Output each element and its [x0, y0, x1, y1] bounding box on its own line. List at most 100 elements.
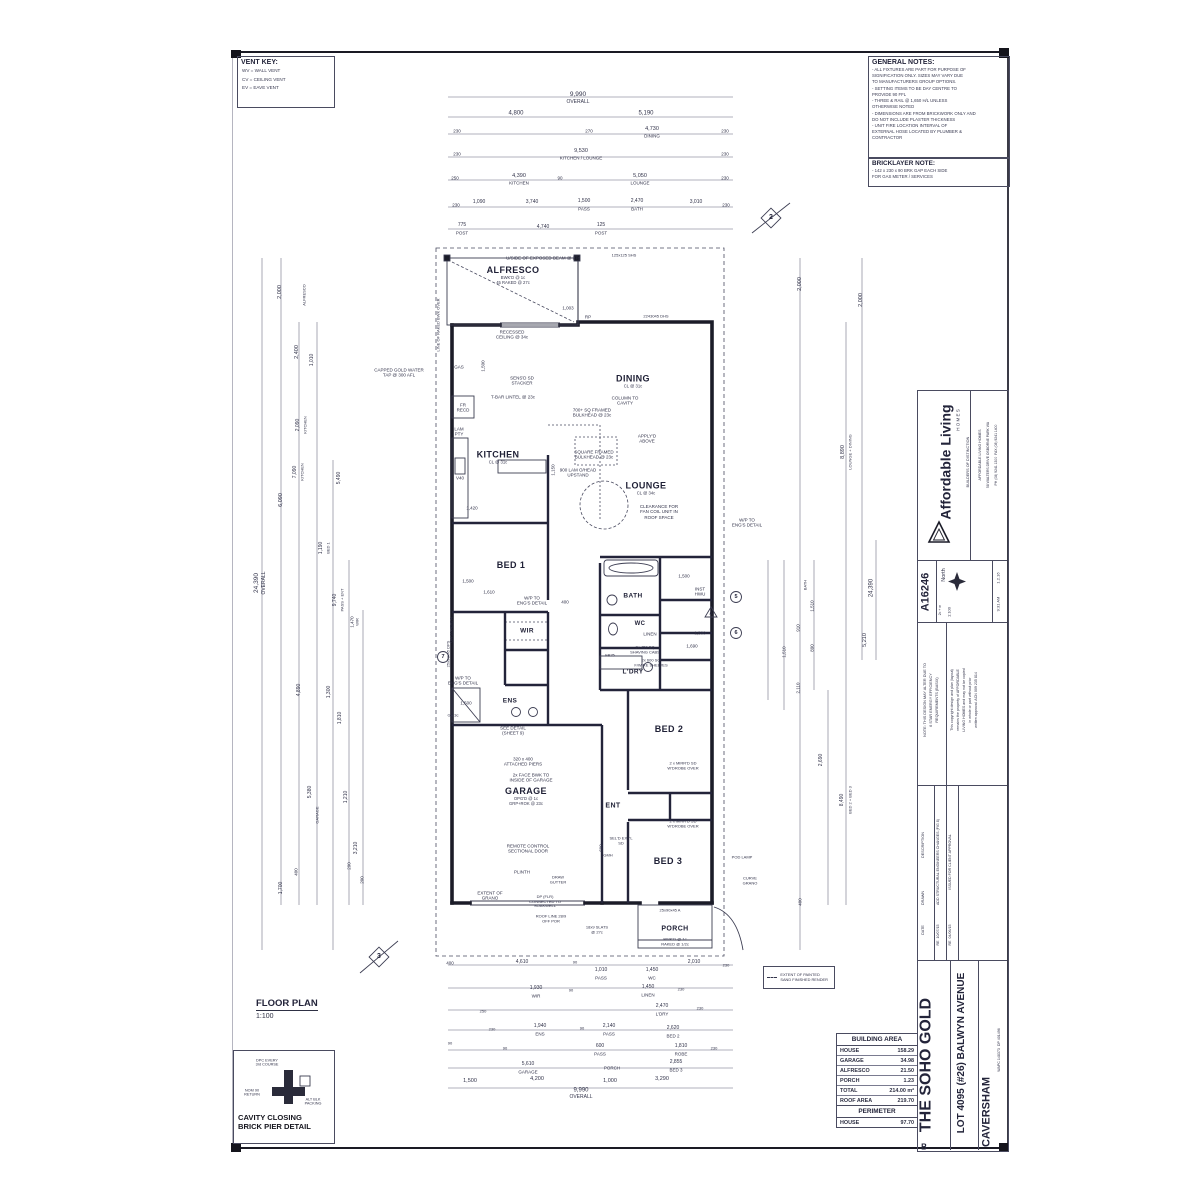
dimension-label: DRAW GUTTER — [549, 874, 567, 884]
dimension-label: BATH — [802, 579, 808, 591]
title-block-divider — [936, 560, 937, 622]
dimension-label: 1,500 — [678, 573, 690, 579]
dimension-label: 230 — [696, 1005, 704, 1011]
dimension-label: 25x90x45 A — [659, 907, 681, 913]
dimension-label: LINEN — [643, 631, 657, 637]
dimension-label: PLINTH — [513, 869, 531, 875]
dimension-label: 1,930 — [529, 985, 543, 992]
dimension-label: PASS — [594, 1051, 606, 1057]
dimension-label: RECESSED CEILING @ 34c — [495, 329, 529, 340]
dimension-label: 600 — [598, 844, 604, 852]
dimension-label: 1,190 — [318, 541, 325, 555]
dimension-label: 4,610 — [515, 959, 529, 966]
dimension-label: 5 — [734, 593, 738, 600]
dimension-label: 9,990 — [573, 1087, 589, 1094]
dimension-label: REMOTE CONTROL SECTIONAL DOOR — [506, 843, 550, 854]
vent-key-item: CV = CEILING VENT — [242, 76, 286, 82]
title-block-divider — [978, 960, 979, 1150]
dimension-label: FR RECD — [456, 402, 470, 413]
dimension-label: KITCHEN — [509, 180, 529, 186]
dimension-label: 400 — [446, 960, 454, 966]
title-block-divider — [946, 622, 947, 785]
dimension-label: 1,003 — [562, 305, 574, 311]
dimension-label: 9,740 — [332, 593, 339, 607]
general-note-line: OTHERWISE NOTED — [872, 104, 915, 110]
dimension-label: 4,800 — [508, 110, 524, 117]
dimension-label: BED 1 — [325, 542, 331, 554]
sheet-right-edge — [1007, 50, 1009, 1150]
dimension-label: BED 2 + BED 3 — [847, 786, 853, 814]
dimension-label: 3,010 — [689, 199, 703, 206]
dimension-label: 2,090 — [295, 418, 302, 432]
dimension-label: A — [709, 610, 713, 616]
dimension-label: PORCH — [603, 1065, 621, 1071]
general-note-line: EXTERNAL HOSE LOCATED BY PLUMBER & — [872, 129, 962, 135]
dimension-label: GARAGE — [518, 1069, 538, 1075]
dimension-label: SQUARE FRAMED BULKHEAD @ 23c — [574, 449, 614, 460]
dimension-label: WIR — [354, 618, 360, 626]
dimension-label: PASS — [595, 975, 607, 981]
dimension-label: 230 — [721, 128, 729, 134]
general-note-line: - THREE & RAIL @ 1,650 H/L UNLESS — [872, 98, 948, 104]
render-legend-box: EXTENT OF PAINTED SAND FINISHED RENDER — [763, 966, 835, 989]
dimension-label: 9,990 — [569, 91, 587, 99]
dimension-label: ALT BLK PACKING — [304, 1097, 322, 1106]
roof-dashed-lines — [435, 247, 725, 957]
dimension-label: 1,300 — [326, 685, 333, 699]
room-label-ens: ENS — [502, 697, 518, 705]
dimension-label: 400 — [561, 599, 569, 605]
title-block-divider — [917, 785, 1007, 786]
scan-corner-mark — [999, 48, 1009, 58]
dimension-label: 1,700 — [278, 881, 285, 895]
dimension-label: 4,390 — [512, 172, 526, 179]
dimension-label: 3,210 — [353, 841, 360, 855]
dimension-label: 700+ SQ FRAMED BULKHEAD @ 23c — [572, 407, 612, 418]
building-area-title: BUILDING AREA — [837, 1034, 917, 1046]
dimension-label: CLEARANCE FOR FAN COIL UNIT IN ROOF SPAC… — [639, 504, 679, 520]
scan-corner-mark — [231, 50, 241, 58]
bricklayer-note-line: - 142 x 230 x 90 BRK GAP EACH SIDE — [872, 168, 948, 173]
general-note-line: CONTRACTOR — [872, 135, 903, 141]
dimension-label: WIR — [531, 993, 541, 999]
general-notes-box: GENERAL NOTES: - ALL FIXTURES ARE PART F… — [868, 56, 1010, 159]
dimension-label: SEL'D EXT'L SD — [609, 835, 633, 845]
dimension-label: 910 — [795, 624, 801, 632]
dimension-label: 250 — [451, 175, 459, 181]
dimension-label: 125 — [596, 222, 606, 229]
dimension-label: 1,500 — [463, 1077, 477, 1084]
dimension-label: 90 — [557, 175, 563, 181]
general-note-line: SIGNIFICATION ONLY. SIZES MAY VARY DUE — [872, 73, 964, 79]
dimension-label: 9,530 — [574, 147, 588, 154]
dimension-label: 2,855 — [669, 1059, 683, 1066]
dimension-label: 1,500 — [460, 700, 472, 706]
dimension-label: BATH — [631, 206, 643, 212]
north-arrow-icon — [948, 572, 966, 591]
dimension-label: 290 — [346, 862, 352, 870]
dimension-label: 2,140 — [602, 1023, 616, 1030]
dimension-label: L'DRY — [655, 1011, 669, 1017]
dimension-label: 1,010 — [594, 967, 608, 974]
scan-corner-mark — [231, 1143, 241, 1152]
bricklayer-note-box: BRICKLAYER NOTE: - 142 x 230 x 90 BRK GA… — [868, 157, 1010, 187]
dimension-label: 25x90x45 DPS — [445, 640, 451, 668]
dimension-label: ROOF LINE 28/9 OFF POR — [535, 913, 567, 923]
room-label-porch: PORCH — [661, 925, 689, 933]
dimension-label: 1,420 — [466, 505, 478, 511]
dimension-label: 2,470 — [630, 198, 644, 205]
dimension-label: OH 22x45x5 A — [448, 617, 454, 643]
dimension-label: 400 — [293, 868, 299, 876]
dimension-label: 250 — [479, 1008, 487, 1014]
room-label-ent: ENT — [605, 802, 621, 810]
title-block-divider — [970, 390, 971, 560]
cavity-detail-box: CAVITY CLOSING BRICK PIER DETAIL — [233, 1050, 335, 1144]
dimension-label: 2,620 — [666, 1025, 680, 1032]
dimension-label: 1,450 — [641, 984, 655, 991]
dimension-label: 5,380 — [307, 785, 314, 799]
dimension-label: 90 — [572, 959, 578, 965]
scan-corner-mark — [999, 1143, 1009, 1152]
